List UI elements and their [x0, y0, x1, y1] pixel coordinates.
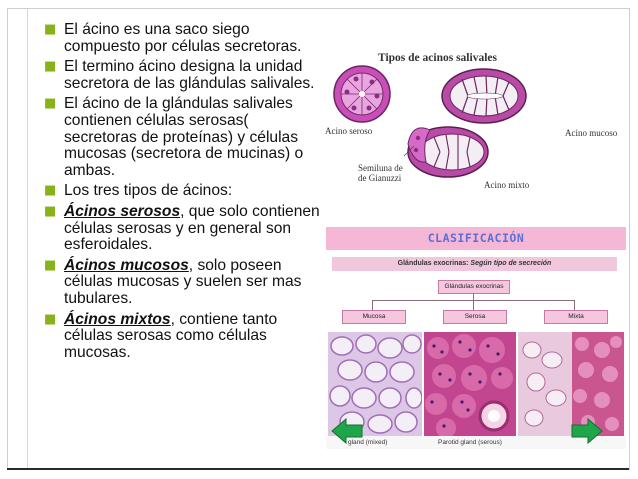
subheader-italic: Según tipo de secreción: [470, 260, 552, 267]
caption-parotid-gland: Parotid gland (serous): [438, 439, 502, 446]
tree-connector: [473, 300, 474, 310]
bullet-text: , contiene tanto células serosas como cé…: [64, 310, 278, 361]
square-bullet-icon: ■: [44, 257, 57, 273]
bullet-item: ■ Ácinos mucosos, solo poseen células muc…: [44, 256, 324, 308]
square-bullet-icon: ■: [44, 59, 57, 75]
bullet-term: Ácinos mucosos: [64, 256, 189, 274]
label-semiluna-1: Semiluna de: [358, 163, 403, 173]
square-bullet-icon: ■: [44, 22, 57, 37]
tree-connector: [372, 300, 373, 310]
tree-connector: [473, 293, 474, 300]
square-bullet-icon: ■: [44, 96, 57, 112]
category-serosa: Serosa: [443, 310, 507, 324]
bullet-text: El ácino de la glándulas salivales conti…: [64, 95, 304, 179]
square-bullet-icon: ■: [44, 311, 57, 327]
mucous-acinus-drawing: [441, 68, 527, 124]
root-box: Glándulas exocrinas: [438, 280, 510, 294]
micrograph-mixed: [518, 332, 624, 436]
square-bullet-icon: ■: [44, 203, 57, 219]
caption-mixed-gland: gland (mixed): [348, 439, 388, 446]
label-acino-mixto: Acino mixto: [484, 180, 530, 190]
bullet-text: El termino ácino designa la unidad secre…: [64, 58, 315, 92]
bullet-term: Ácinos mixtos: [64, 310, 171, 328]
bullet-item: ■ El ácino de la glándulas salivales cont…: [44, 96, 324, 179]
bullet-text: , solo poseen células mucosas y suelen s…: [64, 256, 302, 307]
bottom-rule: [7, 468, 629, 470]
bullet-item: ■ El ácino es una saco siego compuesto po…: [44, 21, 324, 55]
micrograph-serous: [424, 332, 516, 436]
subheader-bold: Glándulas exocrinas:: [397, 260, 469, 267]
bullet-text: , que solo contienen células serosas y e…: [64, 202, 320, 254]
category-mixta: Mixta: [544, 310, 608, 324]
bullet-item: ■ Ácinos serosos, que solo contienen célu…: [44, 202, 324, 254]
classification-subheader: Glándulas exocrinas: Según tipo de secre…: [332, 257, 617, 271]
left-arrow-icon[interactable]: [330, 417, 364, 445]
acini-illustration: [333, 65, 527, 178]
classification-panel: CLASIFICACIÓN Glándulas exocrinas: Según…: [326, 227, 626, 464]
bullet-item: ■ El termino ácino designa la unidad secr…: [44, 58, 324, 92]
bullet-text: El ácino es una saco siego compuesto por…: [64, 21, 302, 55]
tree-connector: [574, 300, 575, 310]
mixed-acinus-drawing: [407, 126, 489, 178]
bullet-item: ■ Los tres tipos de ácinos:: [44, 183, 324, 200]
bullet-list: ■ El ácino es una saco siego compuesto po…: [44, 21, 324, 365]
bullet-text: Los tres tipos de ácinos:: [64, 182, 233, 200]
caption-strip: [326, 436, 626, 449]
label-acino-seroso: Acino seroso: [325, 126, 373, 136]
square-bullet-icon: ■: [44, 183, 57, 199]
bullet-item: ■ Ácinos mixtos, contiene tanto células s…: [44, 310, 324, 362]
label-acino-mucoso: Acino mucoso: [565, 128, 618, 138]
left-margin-rule: [27, 8, 28, 468]
classification-header: CLASIFICACIÓN: [326, 227, 626, 250]
bullet-term: Ácinos serosos: [64, 202, 181, 220]
micrograph-mucous: [328, 332, 422, 436]
category-mucosa: Mucosa: [342, 310, 406, 324]
acini-title: Tipos de acinos salivales: [378, 52, 497, 64]
serous-acinus-drawing: [333, 65, 391, 123]
label-semiluna-2: de Gianuzzi: [358, 173, 402, 183]
right-arrow-icon[interactable]: [570, 417, 604, 445]
